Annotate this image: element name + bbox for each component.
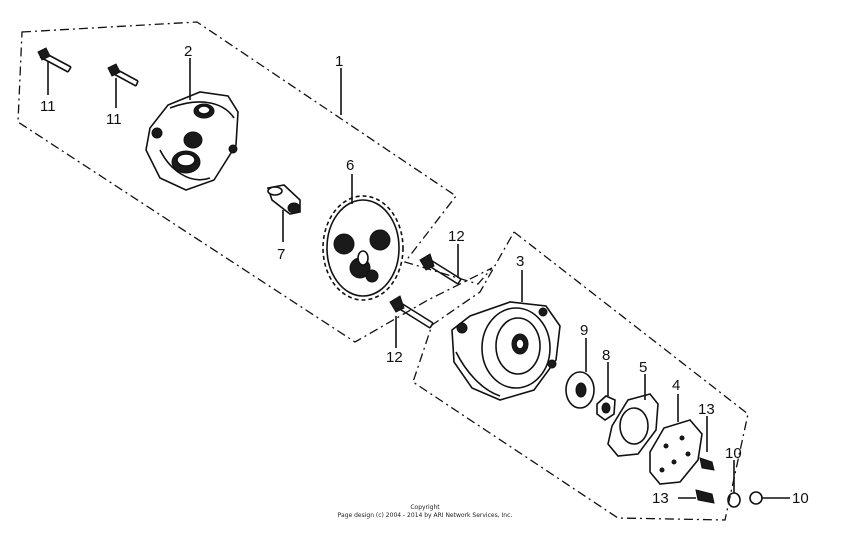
- upper-assembly-boundary: [17, 21, 493, 343]
- callout-13-lower: 13: [652, 490, 669, 507]
- callout-3: 3: [516, 253, 524, 270]
- plate-part-4: [649, 419, 703, 485]
- callout-11-left: 11: [40, 98, 56, 115]
- oring-10-right: [749, 491, 763, 505]
- callout-13-upper: 13: [698, 401, 715, 418]
- bolt-11-right: [107, 63, 139, 87]
- callout-11-right: 11: [106, 111, 122, 128]
- callout-2: 2: [184, 43, 192, 60]
- bolt-11-left: [37, 47, 72, 73]
- nut-part-8: [596, 395, 616, 421]
- pump-body-part-3: [451, 301, 561, 401]
- callout-4: 4: [672, 377, 680, 394]
- bolt-12-upper: [419, 253, 462, 285]
- callout-7: 7: [277, 246, 285, 263]
- screw-13-lower: [695, 489, 715, 504]
- callout-10-right: 10: [792, 490, 809, 507]
- callout-6: 6: [346, 157, 354, 174]
- callout-8: 8: [602, 347, 610, 364]
- lower-assembly-boundary: [412, 231, 749, 521]
- callout-10-left: 10: [725, 445, 742, 462]
- callout-9: 9: [580, 322, 588, 339]
- callout-12-upper: 12: [448, 228, 465, 245]
- gasket-part-5: [607, 393, 659, 457]
- shaft-pin-part-7: [266, 184, 301, 215]
- callout-5: 5: [639, 359, 647, 376]
- copyright-line-2: Page design (c) 2004 - 2014 by ARI Netwo…: [338, 512, 513, 519]
- bolt-12-lower: [389, 295, 434, 329]
- gear-part-6: [322, 195, 404, 301]
- callout-12-lower: 12: [386, 349, 403, 366]
- copyright-line-1: Copyright: [410, 504, 440, 511]
- callout-1: 1: [335, 53, 343, 70]
- pump-cover-part-2: [145, 91, 239, 191]
- washer-part-9: [565, 371, 595, 409]
- screw-13-upper: [699, 457, 715, 471]
